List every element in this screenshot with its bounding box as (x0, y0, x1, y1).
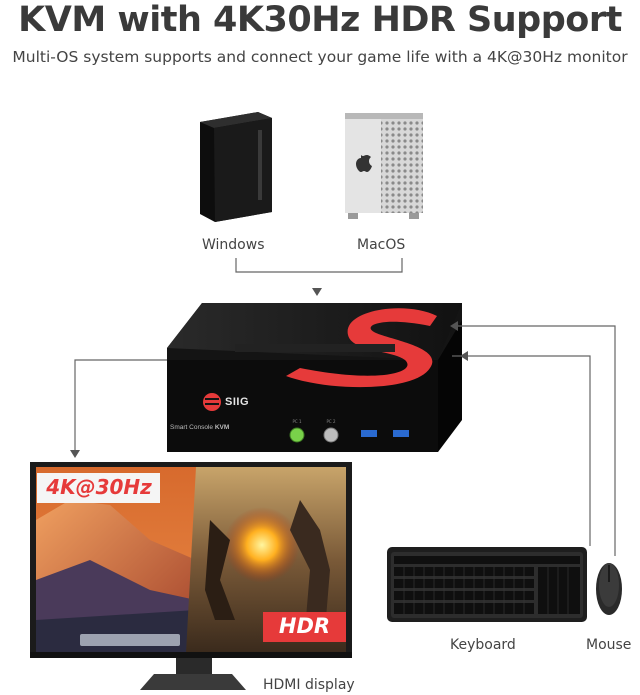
pc1-select-button (289, 427, 305, 443)
kvm-model-label: Smart Console KVM (170, 424, 229, 431)
macos-label: MacOS (357, 237, 406, 253)
hdr-badge-text: HDR (278, 614, 331, 638)
mac-pro (345, 113, 423, 219)
arrow-left-from-keyboard (460, 351, 468, 361)
resolution-badge (37, 473, 160, 503)
hdmi-monitor (30, 462, 352, 690)
usb-port-1 (361, 430, 377, 437)
arrow-down-to-kvm (312, 288, 322, 296)
arrow-down-to-display (70, 450, 80, 458)
svg-text:PC 1: PC 1 (292, 419, 301, 424)
keyboard-device (387, 547, 587, 622)
resolution-badge-text: 4K@30Hz (46, 475, 152, 499)
kvm-brand: SIIG (225, 396, 250, 408)
display-label: HDMI display (263, 677, 355, 693)
siig-s-logo (286, 308, 437, 388)
kvm-switch: PC 1 PC 2 (167, 303, 462, 452)
svg-text:PC 2: PC 2 (326, 419, 335, 424)
kvm-model-bold: KVM (214, 424, 230, 431)
pc2-select-button (323, 427, 339, 443)
hdr-badge (263, 612, 346, 642)
pc-connection-lines (235, 258, 403, 273)
windows-pc (200, 112, 272, 222)
page-title: KVM with 4K30Hz HDR Support (18, 0, 622, 40)
mouse-label: Mouse (586, 637, 632, 653)
arrow-left-from-mouse (450, 321, 458, 331)
page-subtitle: Multi-OS system supports and connect you… (12, 48, 628, 66)
mouse-device (596, 563, 622, 615)
usb-port-2 (393, 430, 409, 437)
keyboard-label: Keyboard (450, 637, 516, 653)
windows-label: Windows (202, 237, 265, 253)
siig-badge-icon (203, 393, 221, 411)
kvm-model-text: Smart Console (170, 424, 213, 431)
peripheral-connection-lines (74, 325, 616, 556)
